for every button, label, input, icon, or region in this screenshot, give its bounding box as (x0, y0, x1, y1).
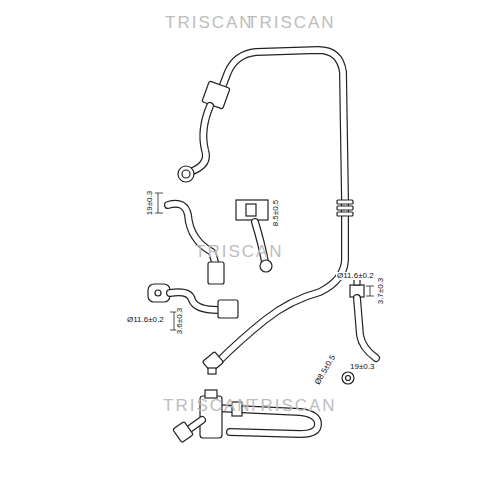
dimension-label: Ø8.5±0.5 (313, 353, 337, 387)
dimension-label: Ø11.6±0.2 (126, 316, 165, 324)
dimension-label: 3.7±0.3 (377, 277, 385, 306)
watermark: TRISCAN (163, 397, 252, 414)
detail-view (342, 278, 376, 384)
dimension-label: Ø11.6±0.2 (336, 272, 375, 280)
watermark: TRISCAN (165, 14, 254, 31)
dimension-label: 19±0.3 (349, 363, 375, 371)
main-pipe (178, 50, 353, 374)
watermark: TRISCAN (248, 397, 337, 414)
dimension-label: 8.5±0.5 (272, 199, 280, 228)
dimension-label: 19±0.3 (146, 190, 154, 216)
watermark: TRISCAN (247, 14, 336, 31)
watermark: TRISCAN (195, 243, 284, 260)
detail-view (236, 200, 272, 272)
dimension-label: 3.6±0.3 (176, 307, 184, 336)
detail-view (155, 193, 224, 284)
